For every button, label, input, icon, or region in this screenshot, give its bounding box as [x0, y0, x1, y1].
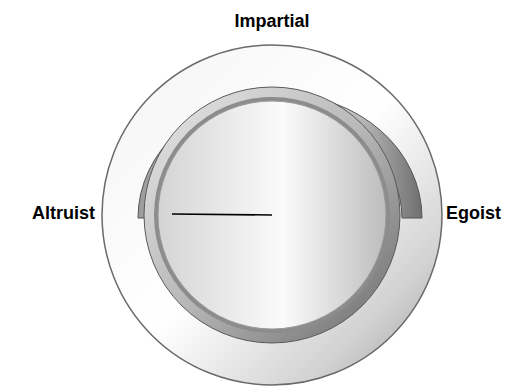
- dial-housing: [102, 45, 442, 385]
- dial-label: Altruist: [32, 204, 95, 222]
- knob-pointer: [172, 214, 272, 215]
- knob-ring: [144, 87, 400, 343]
- dial-label: Impartial: [234, 12, 309, 30]
- knob-edge: [154, 97, 390, 333]
- knob-face: [158, 101, 386, 329]
- dial-label: Egoist: [446, 204, 501, 222]
